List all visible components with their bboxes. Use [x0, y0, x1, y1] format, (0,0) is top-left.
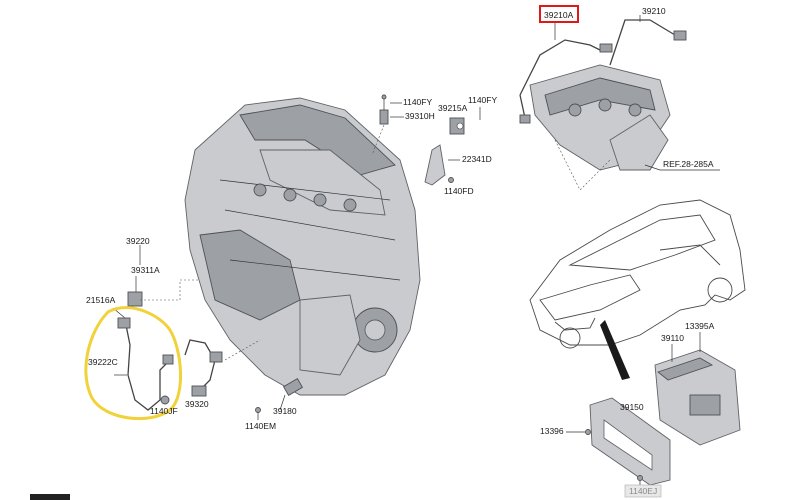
- label-13396: 13396: [540, 426, 564, 436]
- label-39310h: 39310H: [405, 111, 435, 121]
- label-39210a: 39210A: [544, 10, 574, 20]
- label-39110: 39110: [661, 333, 684, 343]
- vehicle-outline: [529, 199, 746, 349]
- oxygen-sensor-39210a[interactable]: [519, 39, 613, 124]
- sensor-harness-39222c[interactable]: [117, 317, 174, 411]
- sensor-39180[interactable]: [282, 378, 304, 396]
- knock-sensor-39311a[interactable]: [127, 291, 143, 307]
- highlight-box-39210a: [539, 5, 579, 23]
- label-1140fy-b: 1140FY: [468, 95, 497, 105]
- label-39150: 39150: [620, 402, 644, 412]
- oxygen-sensor-39210[interactable]: [609, 19, 687, 66]
- ecu-bracket-39150[interactable]: [589, 397, 671, 486]
- label-1140fy-a: 1140FY: [403, 97, 432, 107]
- label-39311a: 39311A: [131, 265, 160, 275]
- label-39210: 39210: [642, 6, 666, 16]
- label-21516a: 21516A: [86, 295, 116, 305]
- exhaust-manifold: [529, 64, 671, 171]
- label-39215a: 39215A: [438, 103, 468, 113]
- highlight-circle-39222c: [84, 306, 182, 421]
- label-39222c: 39222C: [88, 357, 118, 367]
- label-1140em: 1140EM: [245, 421, 276, 431]
- label-39180: 39180: [273, 406, 297, 416]
- label-39220: 39220: [126, 236, 150, 246]
- label-1140jf: 1140JF: [150, 406, 178, 416]
- label-1140fd: 1140FD: [444, 186, 474, 196]
- sensor-39310h[interactable]: [379, 94, 389, 125]
- crop-artifact: [30, 494, 70, 500]
- sensor-39320[interactable]: [184, 339, 223, 397]
- engine-block: [184, 97, 421, 396]
- pointer-arrow: [600, 320, 630, 380]
- ecu-module-39110[interactable]: [654, 349, 741, 446]
- label-13395a: 13395A: [685, 321, 715, 331]
- label-1140ej-box: [624, 484, 662, 498]
- label-ref: REF.28-285A: [663, 159, 714, 169]
- pipe-22341d[interactable]: [424, 144, 446, 186]
- label-39320: 39320: [185, 399, 209, 409]
- label-22341d: 22341D: [462, 154, 492, 164]
- label-1140ej: 1140EJ: [629, 486, 657, 496]
- bracket-39215a[interactable]: [449, 117, 465, 135]
